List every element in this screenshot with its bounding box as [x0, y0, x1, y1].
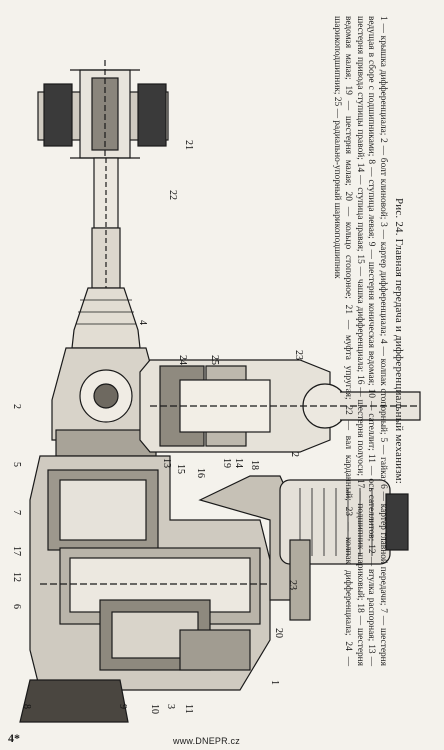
- joint-housing-drawing: [51, 347, 161, 457]
- main-gear-housing-drawing: [19, 455, 271, 723]
- figure-caption: Рис. 24. Главная передача и дифференциал…: [255, 16, 405, 666]
- callout-6: 6: [11, 604, 22, 609]
- callout-2: 2: [11, 404, 22, 409]
- callout-labels: 21 22 4 24 25 23 2 2 5 13 15 16 19 14 18…: [11, 140, 304, 714]
- callout-23: 23: [287, 580, 298, 590]
- callout-1: 1: [269, 680, 280, 685]
- callout-8: 8: [21, 704, 32, 709]
- callout-19: 19: [221, 458, 232, 468]
- callout-18: 18: [249, 460, 260, 470]
- callout-10: 10: [149, 704, 160, 714]
- callout-17: 17: [11, 546, 22, 556]
- callout-25: 25: [209, 355, 220, 365]
- callout-23-inset: 23: [293, 350, 304, 360]
- callout-3: 3: [165, 704, 176, 709]
- callout-14: 14: [233, 458, 244, 468]
- callout-21: 21: [183, 140, 194, 150]
- page-number: 4*: [8, 731, 20, 745]
- callout-7: 7: [11, 510, 22, 515]
- differential-drawing: [198, 475, 409, 621]
- callout-4: 4: [137, 320, 148, 325]
- callout-20: 20: [273, 628, 284, 638]
- callout-9: 9: [117, 704, 128, 709]
- elastic-coupling-drawing: [37, 60, 169, 165]
- figure-caption-column: Рис. 24. Главная передача и дифференциал…: [255, 16, 405, 716]
- callout-5: 5: [11, 462, 22, 467]
- callout-11: 11: [183, 704, 194, 714]
- callout-24: 24: [177, 355, 188, 365]
- callout-12: 12: [11, 572, 22, 582]
- callout-2-inset: 2: [289, 452, 300, 457]
- callout-16: 16: [195, 468, 206, 478]
- protective-cap-drawing: [71, 287, 141, 349]
- cardan-shaft-drawing: [91, 157, 121, 300]
- callout-13: 13: [161, 458, 172, 468]
- callout-22: 22: [167, 190, 178, 200]
- caption-body: 1 — крышка дифференциала; 2 — болт клино…: [331, 16, 388, 666]
- inset-detail-drawing: [139, 359, 421, 453]
- caption-title: Рис. 24. Главная передача и дифференциал…: [393, 197, 405, 485]
- callout-15: 15: [175, 464, 186, 474]
- source-watermark: www.DNEPR.cz: [173, 736, 240, 746]
